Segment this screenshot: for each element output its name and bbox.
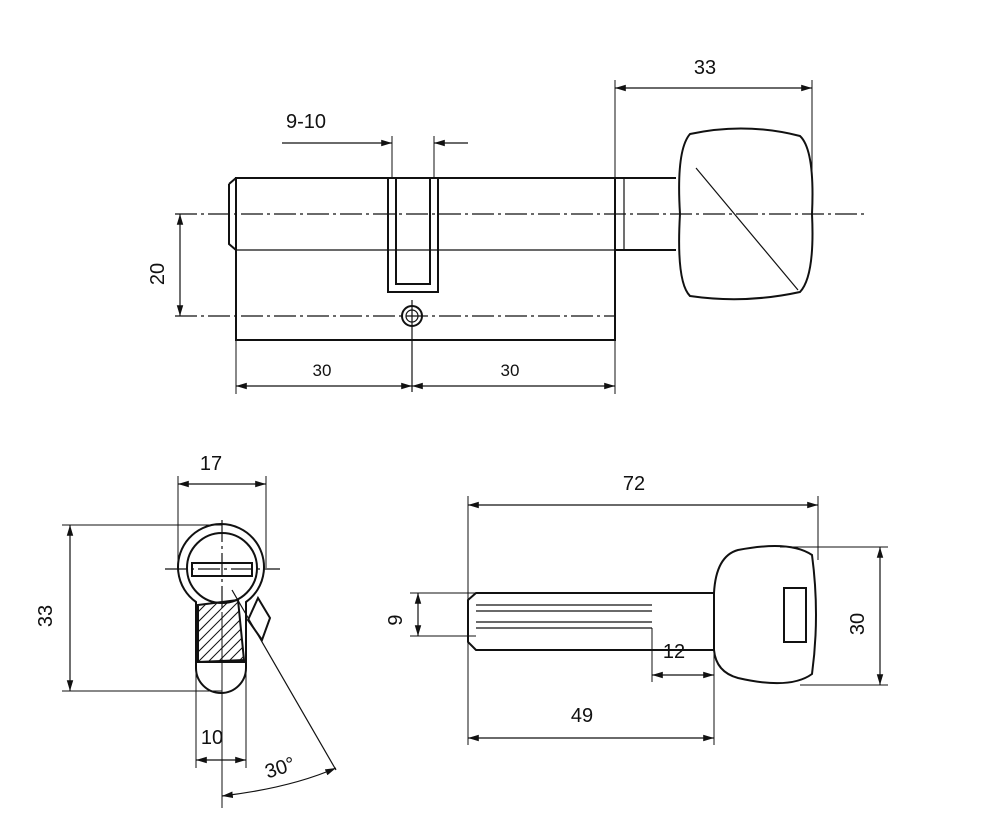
dim-angle-arc bbox=[221, 767, 337, 798]
dim-label-key-shoulder: 12 bbox=[663, 641, 685, 663]
cylinder-side-view: 33 9-10 20 30 30 bbox=[147, 57, 865, 394]
dim-label-key-blade-height: 9 bbox=[385, 614, 407, 625]
profile-keyway-slot bbox=[191, 562, 253, 577]
fixing-screw-hole-inner bbox=[405, 309, 419, 323]
fixing-screw-hole bbox=[401, 305, 423, 327]
cam-slot bbox=[387, 178, 439, 293]
dim-label-key-blade-length: 49 bbox=[571, 705, 593, 727]
cylinder-end-chamfer bbox=[228, 177, 237, 251]
dim-label-half-right: 30 bbox=[501, 361, 520, 380]
profile-cam-angle-line bbox=[231, 589, 337, 771]
key-head-window bbox=[783, 587, 807, 643]
key-view: 72 9 30 12 49 bbox=[385, 473, 888, 745]
dim-label-half-left: 30 bbox=[313, 361, 332, 380]
cam-slot-inner bbox=[395, 178, 431, 285]
dim-label-knob-length: 33 bbox=[694, 57, 716, 79]
cylinder-profile-view: 17 33 10 30° bbox=[35, 453, 337, 808]
profile-outline bbox=[177, 523, 265, 694]
profile-cam-tab bbox=[246, 595, 272, 643]
dim-label-cam-width: 9-10 bbox=[286, 111, 326, 133]
dim-label-key-length: 72 bbox=[623, 473, 645, 495]
thumb-turn-knob bbox=[678, 127, 814, 301]
dim-label-cam-angle: 30° bbox=[262, 753, 298, 783]
dim-label-profile-height: 33 bbox=[35, 605, 57, 627]
dim-label-profile-width: 17 bbox=[200, 453, 222, 475]
key-head bbox=[713, 545, 817, 685]
dim-label-profile-bottom: 10 bbox=[201, 727, 223, 749]
knob-shaft bbox=[615, 177, 676, 251]
dim-label-height-axis: 20 bbox=[147, 263, 169, 285]
profile-section-border bbox=[197, 598, 246, 664]
knob-face-curve bbox=[695, 167, 799, 291]
dim-label-key-head-height: 30 bbox=[847, 613, 869, 635]
